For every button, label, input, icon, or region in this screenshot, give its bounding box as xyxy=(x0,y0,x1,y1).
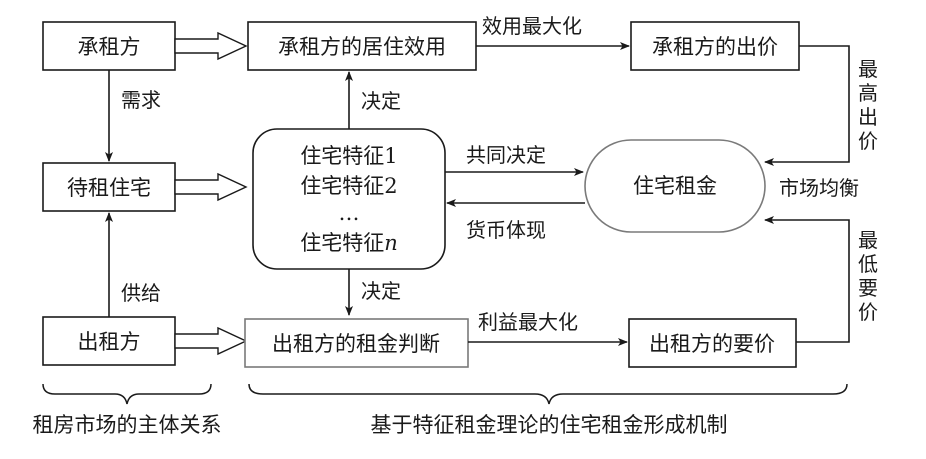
max-bid-char-3: 出 xyxy=(858,105,878,129)
demand-label: 需求 xyxy=(121,88,161,112)
lessee-label: 承租方 xyxy=(78,35,141,59)
min-ask-char-3: 要 xyxy=(858,276,878,300)
min-ask-arrow xyxy=(764,216,850,343)
max-bid-char-2: 高 xyxy=(858,81,878,105)
supply-label: 供给 xyxy=(121,281,161,305)
lessee-box xyxy=(42,21,176,71)
min-ask-char-1: 最 xyxy=(858,228,878,252)
feature-ellipsis: … xyxy=(339,201,360,225)
feature-2: 住宅特征2 xyxy=(300,174,397,198)
lessor-ask-box xyxy=(628,318,797,368)
max-bid-arrow xyxy=(764,45,850,166)
determine-down-label: 决定 xyxy=(361,279,401,303)
lessor-label: 出租方 xyxy=(78,330,141,354)
profit-max-label: 利益最大化 xyxy=(478,310,578,334)
left-caption: 租房市场的主体关系 xyxy=(33,413,222,437)
utility-max-label: 效用最大化 xyxy=(482,14,582,38)
lessor-hollow-arrow xyxy=(174,326,248,356)
rental-housing-label: 待租住宅 xyxy=(67,176,151,200)
feature-n-italic: n xyxy=(384,231,398,255)
housing-hollow-arrow xyxy=(174,172,248,202)
lessee-utility-label: 承租方的居住效用 xyxy=(278,35,446,59)
rental-housing-box xyxy=(42,162,176,212)
lessee-hollow-arrow xyxy=(174,31,248,61)
lessee-bid-box xyxy=(630,21,800,71)
right-brace xyxy=(248,383,848,405)
min-ask-char-2: 低 xyxy=(858,252,878,276)
feature-1: 住宅特征1 xyxy=(300,144,397,168)
max-bid-char-4: 价 xyxy=(858,129,878,153)
lessee-bid-label: 承租方的出价 xyxy=(652,35,778,59)
jointly-determine-label: 共同决定 xyxy=(466,143,546,167)
housing-rent-label: 住宅租金 xyxy=(633,174,717,198)
right-caption: 基于特征租金理论的住宅租金形成机制 xyxy=(371,413,728,437)
feature-n: 住宅特征n xyxy=(300,231,398,255)
lessee-utility-box xyxy=(247,21,477,71)
lessor-judgment-box xyxy=(244,318,469,368)
left-brace xyxy=(42,383,212,405)
min-ask-char-4: 价 xyxy=(858,300,878,324)
max-bid-char-1: 最 xyxy=(858,57,878,81)
housing-rent-box xyxy=(584,139,766,233)
money-embodiment-label: 货币体现 xyxy=(466,218,546,242)
lessor-ask-label: 出租方的要价 xyxy=(649,332,775,356)
determine-up-label: 决定 xyxy=(361,89,401,113)
market-equilibrium-label: 市场均衡 xyxy=(779,176,859,200)
lessor-judgment-label: 出租方的租金判断 xyxy=(272,332,440,356)
